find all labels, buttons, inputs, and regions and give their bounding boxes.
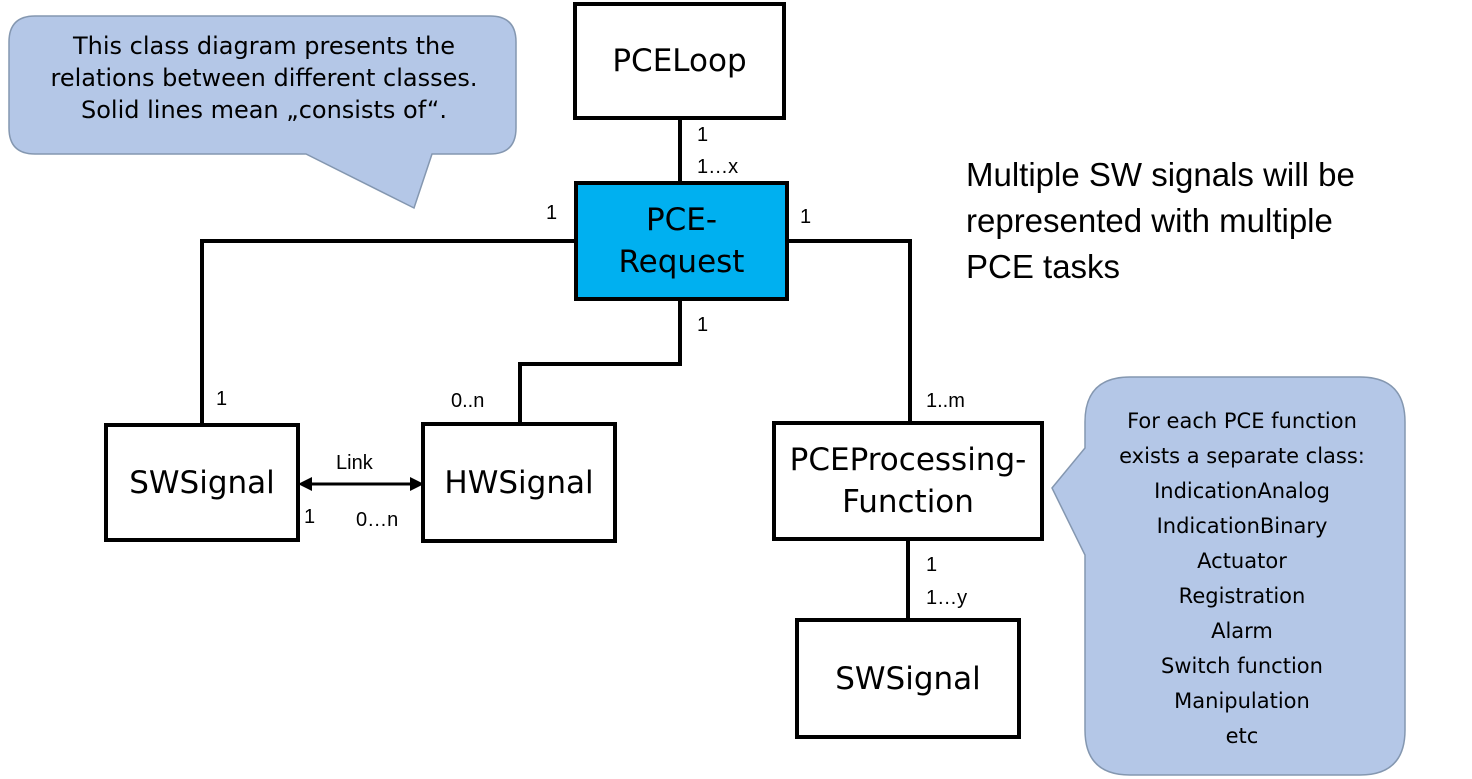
note-left-callout-text: This class diagram presents the relation…	[22, 30, 506, 126]
note-line: Multiple SW signals will be	[966, 156, 1355, 193]
line-request-swsignal	[200, 239, 576, 425]
note-line: This class diagram presents the	[72, 32, 456, 60]
note-line: relations between different classes.	[50, 64, 478, 92]
link-arrow	[298, 477, 424, 491]
note-line: etc	[1225, 724, 1259, 748]
multiplicity-request-right: 1	[800, 206, 812, 228]
multiplicity-sw-bottom-top: 1…y	[926, 587, 968, 609]
note-line: Manipulation	[1174, 689, 1310, 713]
multiplicity-request-top: 1…x	[697, 156, 739, 178]
note-right-callout-text: For each PCE function exists a separate …	[1100, 404, 1384, 754]
note-line: For each PCE function	[1127, 409, 1357, 433]
note-line: Solid lines mean „consists of“.	[81, 96, 447, 124]
note-line: IndicationBinary	[1156, 514, 1328, 538]
note-line: Alarm	[1211, 619, 1273, 643]
multiplicity-loop-end: 1	[697, 124, 709, 146]
multiplicity-link-sw-end: 1	[304, 506, 316, 528]
multiplicity-link-hw-end: 0…n	[356, 509, 399, 531]
note-line: represented with multiple	[966, 202, 1333, 239]
class-sw-signal-left[interactable]: SWSignal	[104, 423, 300, 542]
callout-left-shape	[8, 15, 517, 210]
note-multiple-signals: Multiple SW signals will be represented …	[966, 152, 1436, 290]
class-sw-signal-bottom[interactable]: SWSignal	[795, 618, 1021, 739]
multiplicity-request-bottom: 1	[697, 314, 709, 336]
multiplicity-request-left: 1	[546, 202, 558, 224]
note-line: Registration	[1178, 584, 1306, 608]
class-pce-loop[interactable]: PCELoop	[573, 2, 786, 120]
note-line: exists a separate class:	[1119, 444, 1365, 468]
multiplicity-sw-signal-top: 1	[216, 388, 228, 410]
note-line: IndicationAnalog	[1154, 479, 1330, 503]
callout-right-shape	[1051, 376, 1406, 776]
line-request-hwsignal	[518, 299, 682, 424]
note-line: Actuator	[1197, 549, 1287, 573]
multiplicity-processing-bottom: 1	[926, 554, 938, 576]
multiplicity-processing-top: 1..m	[926, 390, 965, 412]
note-line: Switch function	[1161, 654, 1323, 678]
class-hw-signal[interactable]: HWSignal	[421, 422, 617, 543]
class-pce-request[interactable]: PCE- Request	[574, 181, 789, 301]
note-line: PCE tasks	[966, 248, 1121, 285]
multiplicity-hw-signal-top: 0..n	[451, 390, 485, 412]
line-request-processing	[787, 239, 912, 423]
class-processing-function[interactable]: PCEProcessing- Function	[772, 421, 1044, 541]
link-label: Link	[336, 452, 373, 474]
